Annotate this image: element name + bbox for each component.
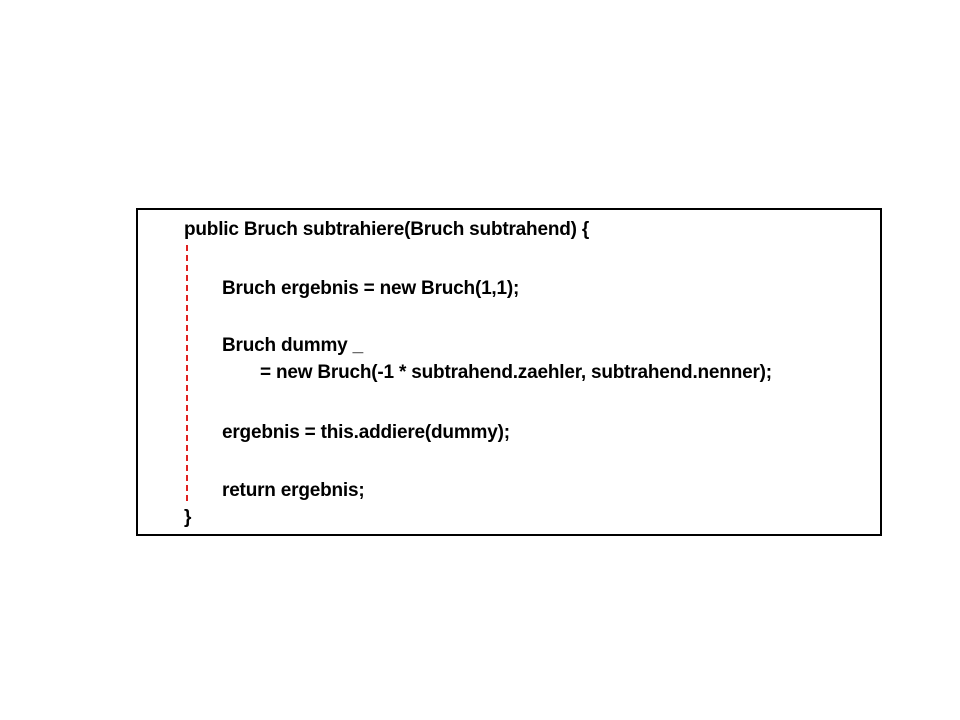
code-box xyxy=(136,208,882,536)
indent-guide-line xyxy=(186,245,188,501)
code-line-closing-brace: } xyxy=(184,507,192,528)
code-line-addiere-call: ergebnis = this.addiere(dummy); xyxy=(222,422,510,443)
code-line-method-signature: public Bruch subtrahiere(Bruch subtrahen… xyxy=(184,219,590,240)
code-line-return: return ergebnis; xyxy=(222,480,365,501)
code-line-dummy-assignment: = new Bruch(-1 * subtrahend.zaehler, sub… xyxy=(260,362,772,383)
code-line-dummy-declaration: Bruch dummy _ xyxy=(222,335,363,356)
code-line-ergebnis-declaration: Bruch ergebnis = new Bruch(1,1); xyxy=(222,278,520,299)
